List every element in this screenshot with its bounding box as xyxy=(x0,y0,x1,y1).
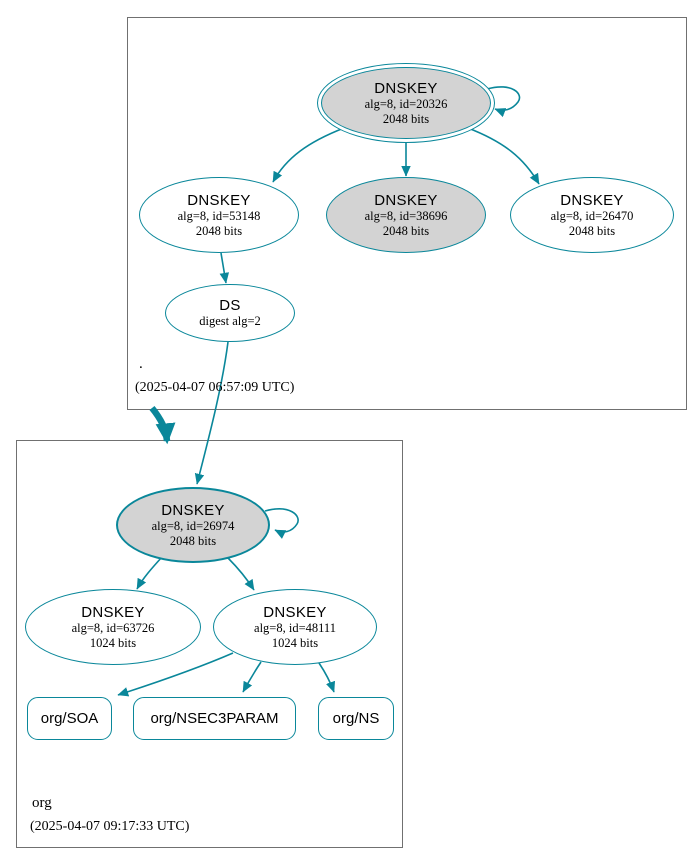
edge-dnskey48111-to-org-soa xyxy=(117,652,234,697)
node-alg-id: alg=8, id=38696 xyxy=(364,209,448,223)
edge-dnskey26974-to-dnskey48111 xyxy=(227,557,255,591)
rrset-label: org/SOA xyxy=(40,710,99,727)
node-rrset-org-soa[interactable]: org/SOA xyxy=(27,697,112,740)
node-rrset-org-nsec3param[interactable]: org/NSEC3PARAM xyxy=(133,697,296,740)
node-bits: 1024 bits xyxy=(89,635,137,650)
node-alg-id: alg=8, id=63726 xyxy=(71,621,155,635)
node-dnskey-20326-inner: DNSKEY alg=8, id=20326 2048 bits xyxy=(321,67,491,139)
node-title: DNSKEY xyxy=(560,192,624,209)
node-title: DNSKEY xyxy=(263,604,327,621)
edge-dnskey26974-self-loop xyxy=(264,508,299,539)
edge-root-zone-to-org-zone-delegation xyxy=(149,405,176,445)
node-dnskey-48111[interactable]: DNSKEY alg=8, id=48111 1024 bits xyxy=(213,589,377,665)
edge-dnskey26974-to-dnskey63726 xyxy=(136,556,163,590)
node-title: DS xyxy=(219,297,241,315)
node-bits: 2048 bits xyxy=(568,223,616,238)
node-title: DNSKEY xyxy=(187,192,251,209)
node-bits: 1024 bits xyxy=(271,635,319,650)
node-dnskey-26470[interactable]: DNSKEY alg=8, id=26470 2048 bits xyxy=(510,177,674,253)
node-bits: 2048 bits xyxy=(382,223,430,238)
node-dnskey-20326-ksk[interactable]: DNSKEY alg=8, id=20326 2048 bits xyxy=(317,63,495,143)
root-zone-label: . xyxy=(139,356,143,372)
rrset-label: org/NS xyxy=(332,710,380,727)
org-zone-label: org xyxy=(32,795,52,811)
node-rrset-org-ns[interactable]: org/NS xyxy=(318,697,394,740)
edge-dnskey48111-to-org-ns xyxy=(318,662,336,693)
node-dnskey-63726[interactable]: DNSKEY alg=8, id=63726 1024 bits xyxy=(25,589,201,665)
node-alg-id: alg=8, id=26974 xyxy=(151,519,235,533)
node-dnskey-38696[interactable]: DNSKEY alg=8, id=38696 2048 bits xyxy=(326,177,486,253)
node-bits: 2048 bits xyxy=(382,111,430,126)
edge-dnskey20326-to-dnskey53148 xyxy=(272,127,345,183)
node-dnskey-26974-ksk[interactable]: DNSKEY alg=8, id=26974 2048 bits xyxy=(116,487,270,563)
node-title: DNSKEY xyxy=(161,502,225,519)
node-ds[interactable]: DS digest alg=2 xyxy=(165,284,295,342)
node-title: DNSKEY xyxy=(81,604,145,621)
node-dnskey-53148[interactable]: DNSKEY alg=8, id=53148 2048 bits xyxy=(139,177,299,253)
node-digest-alg: digest alg=2 xyxy=(199,314,261,329)
node-alg-id: alg=8, id=26470 xyxy=(550,209,634,223)
org-zone-timestamp: (2025-04-07 09:17:33 UTC) xyxy=(30,819,190,834)
node-title: DNSKEY xyxy=(374,80,438,97)
node-alg-id: alg=8, id=48111 xyxy=(254,621,336,635)
edge-dnskey53148-to-ds xyxy=(219,252,230,284)
edge-dnskey48111-to-org-nsec3param xyxy=(242,661,262,693)
edge-ds-to-dnskey26974 xyxy=(194,341,229,485)
node-alg-id: alg=8, id=53148 xyxy=(177,209,261,223)
edge-dnskey20326-self-loop xyxy=(486,86,521,118)
edge-dnskey20326-to-dnskey26470 xyxy=(467,127,540,185)
node-bits: 2048 bits xyxy=(169,533,217,548)
node-alg-id: alg=8, id=20326 xyxy=(364,97,448,111)
node-bits: 2048 bits xyxy=(195,223,243,238)
root-zone-timestamp: (2025-04-07 06:57:09 UTC) xyxy=(135,380,295,395)
node-title: DNSKEY xyxy=(374,192,438,209)
rrset-label: org/NSEC3PARAM xyxy=(150,710,279,727)
